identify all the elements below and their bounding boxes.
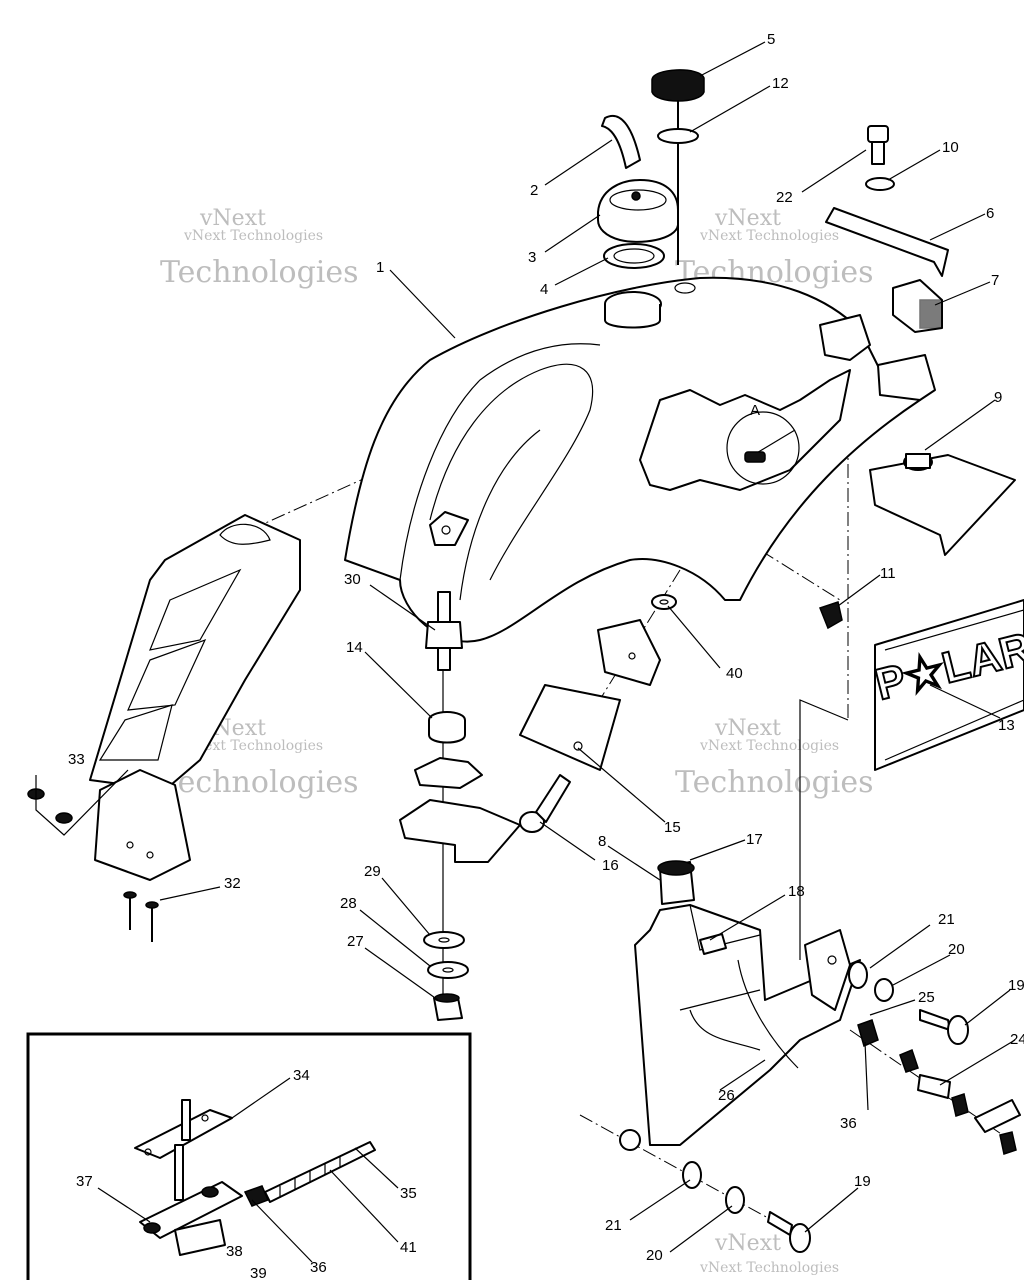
callout-7: 7 — [991, 272, 999, 289]
oil-tank — [619, 904, 861, 1151]
filler-neck — [604, 282, 696, 329]
callout-19-lower: 19 — [854, 1173, 871, 1190]
callout-29: 29 — [364, 863, 381, 880]
callout-32: 32 — [224, 875, 241, 892]
callout-12: 12 — [772, 75, 789, 92]
heat-shield — [519, 619, 661, 771]
callout-27: 27 — [347, 933, 364, 950]
callout-17: 17 — [746, 831, 763, 848]
oil-line-fittings — [857, 1019, 1021, 1155]
callout-41: 41 — [400, 1239, 417, 1256]
nut-27 — [433, 993, 463, 1021]
right-mount-hardware — [848, 961, 969, 1045]
callout-19: 19 — [1008, 977, 1024, 994]
callout-14: 14 — [346, 639, 363, 656]
inset-detail-box — [26, 1032, 472, 1280]
callout-22: 22 — [776, 189, 793, 206]
fuel-gauge — [651, 69, 705, 265]
watermark-bottom-right: vNext vNext Technologies — [699, 1231, 839, 1276]
watermark-line2: vNext Technologies — [183, 228, 323, 244]
callout-13: 13 — [998, 717, 1015, 734]
detail-a-label: A — [750, 402, 760, 419]
callout-20: 20 — [948, 941, 965, 958]
callout-21: 21 — [938, 911, 955, 928]
isolator-pads — [399, 757, 521, 863]
callout-18: 18 — [788, 883, 805, 900]
callout-26: 26 — [718, 1087, 735, 1104]
callout-21-lower: 21 — [605, 1217, 622, 1234]
fuel-cap — [597, 179, 679, 243]
grommet-14 — [428, 711, 466, 744]
stud-assembly — [425, 591, 463, 671]
callout-10: 10 — [942, 139, 959, 156]
callout-20-lower: 20 — [646, 1247, 663, 1264]
watermark-line1: vNext — [714, 1231, 781, 1256]
leader-lines — [97, 41, 1016, 1263]
lower-mount-hardware — [682, 1161, 811, 1253]
fuel-tank: A — [344, 276, 936, 643]
rubber-block — [892, 279, 943, 333]
vent-hose — [601, 115, 641, 169]
callout-1: 1 — [376, 259, 384, 276]
callout-numbers: 5 12 2 3 4 1 22 10 6 7 9 11 13 30 14 40 … — [68, 31, 1024, 1280]
callout-36: 36 — [840, 1115, 857, 1132]
washers-29-28 — [423, 931, 469, 979]
support-washers — [27, 769, 129, 836]
watermark-line2: vNext Technologies — [699, 1260, 839, 1276]
watermark-mid-right: vNext vNext Technologies Technologies — [675, 716, 874, 800]
watermark-line2: vNext Technologies — [699, 228, 839, 244]
push-rivet — [519, 774, 571, 833]
callout-36-inset: 36 — [310, 1259, 327, 1276]
callout-16: 16 — [602, 857, 619, 874]
callout-40: 40 — [726, 665, 743, 682]
callout-15: 15 — [664, 819, 681, 836]
watermark-line1: vNext — [199, 206, 266, 231]
callout-9: 9 — [994, 389, 1002, 406]
callout-5: 5 — [767, 31, 775, 48]
watermark-line2: vNext Technologies — [699, 738, 839, 754]
watermark-line3: Technologies — [675, 765, 874, 800]
watermark-top-left: vNext vNext Technologies Technologies — [160, 206, 359, 290]
callout-8: 8 — [598, 833, 606, 850]
callout-35: 35 — [400, 1185, 417, 1202]
mount-bracket — [825, 207, 949, 277]
support-screws — [123, 891, 159, 942]
front-support — [89, 514, 301, 881]
callout-6: 6 — [986, 205, 994, 222]
detail-a-circle — [726, 411, 800, 485]
callout-28: 28 — [340, 895, 357, 912]
watermark-line2: vNext Technologies — [183, 738, 323, 754]
callout-33: 33 — [68, 751, 85, 768]
callout-3: 3 — [528, 249, 536, 266]
watermark-line1: vNext — [714, 206, 781, 231]
callout-25: 25 — [918, 989, 935, 1006]
rear-mount-plate — [869, 453, 1016, 556]
emblem-rivet — [819, 601, 843, 630]
callout-24: 24 — [1010, 1031, 1024, 1048]
polaris-emblem: P★LARI — [870, 599, 1024, 771]
washer-40 — [651, 594, 677, 610]
watermark-line3: Technologies — [160, 765, 359, 800]
callout-30: 30 — [344, 571, 361, 588]
oil-fitting-18 — [699, 933, 727, 955]
callout-2: 2 — [530, 182, 538, 199]
callout-37: 37 — [76, 1173, 93, 1190]
watermark-line1: vNext — [714, 716, 781, 741]
callout-39: 39 — [250, 1265, 267, 1280]
callout-38: 38 — [226, 1243, 243, 1260]
callout-34: 34 — [293, 1067, 310, 1084]
cap-gasket — [603, 243, 665, 269]
oil-filler-neck — [657, 860, 695, 905]
mount-bolt — [865, 125, 895, 191]
watermark-line3: Technologies — [160, 255, 359, 290]
callout-4: 4 — [540, 281, 548, 298]
callout-11: 11 — [880, 565, 896, 582]
